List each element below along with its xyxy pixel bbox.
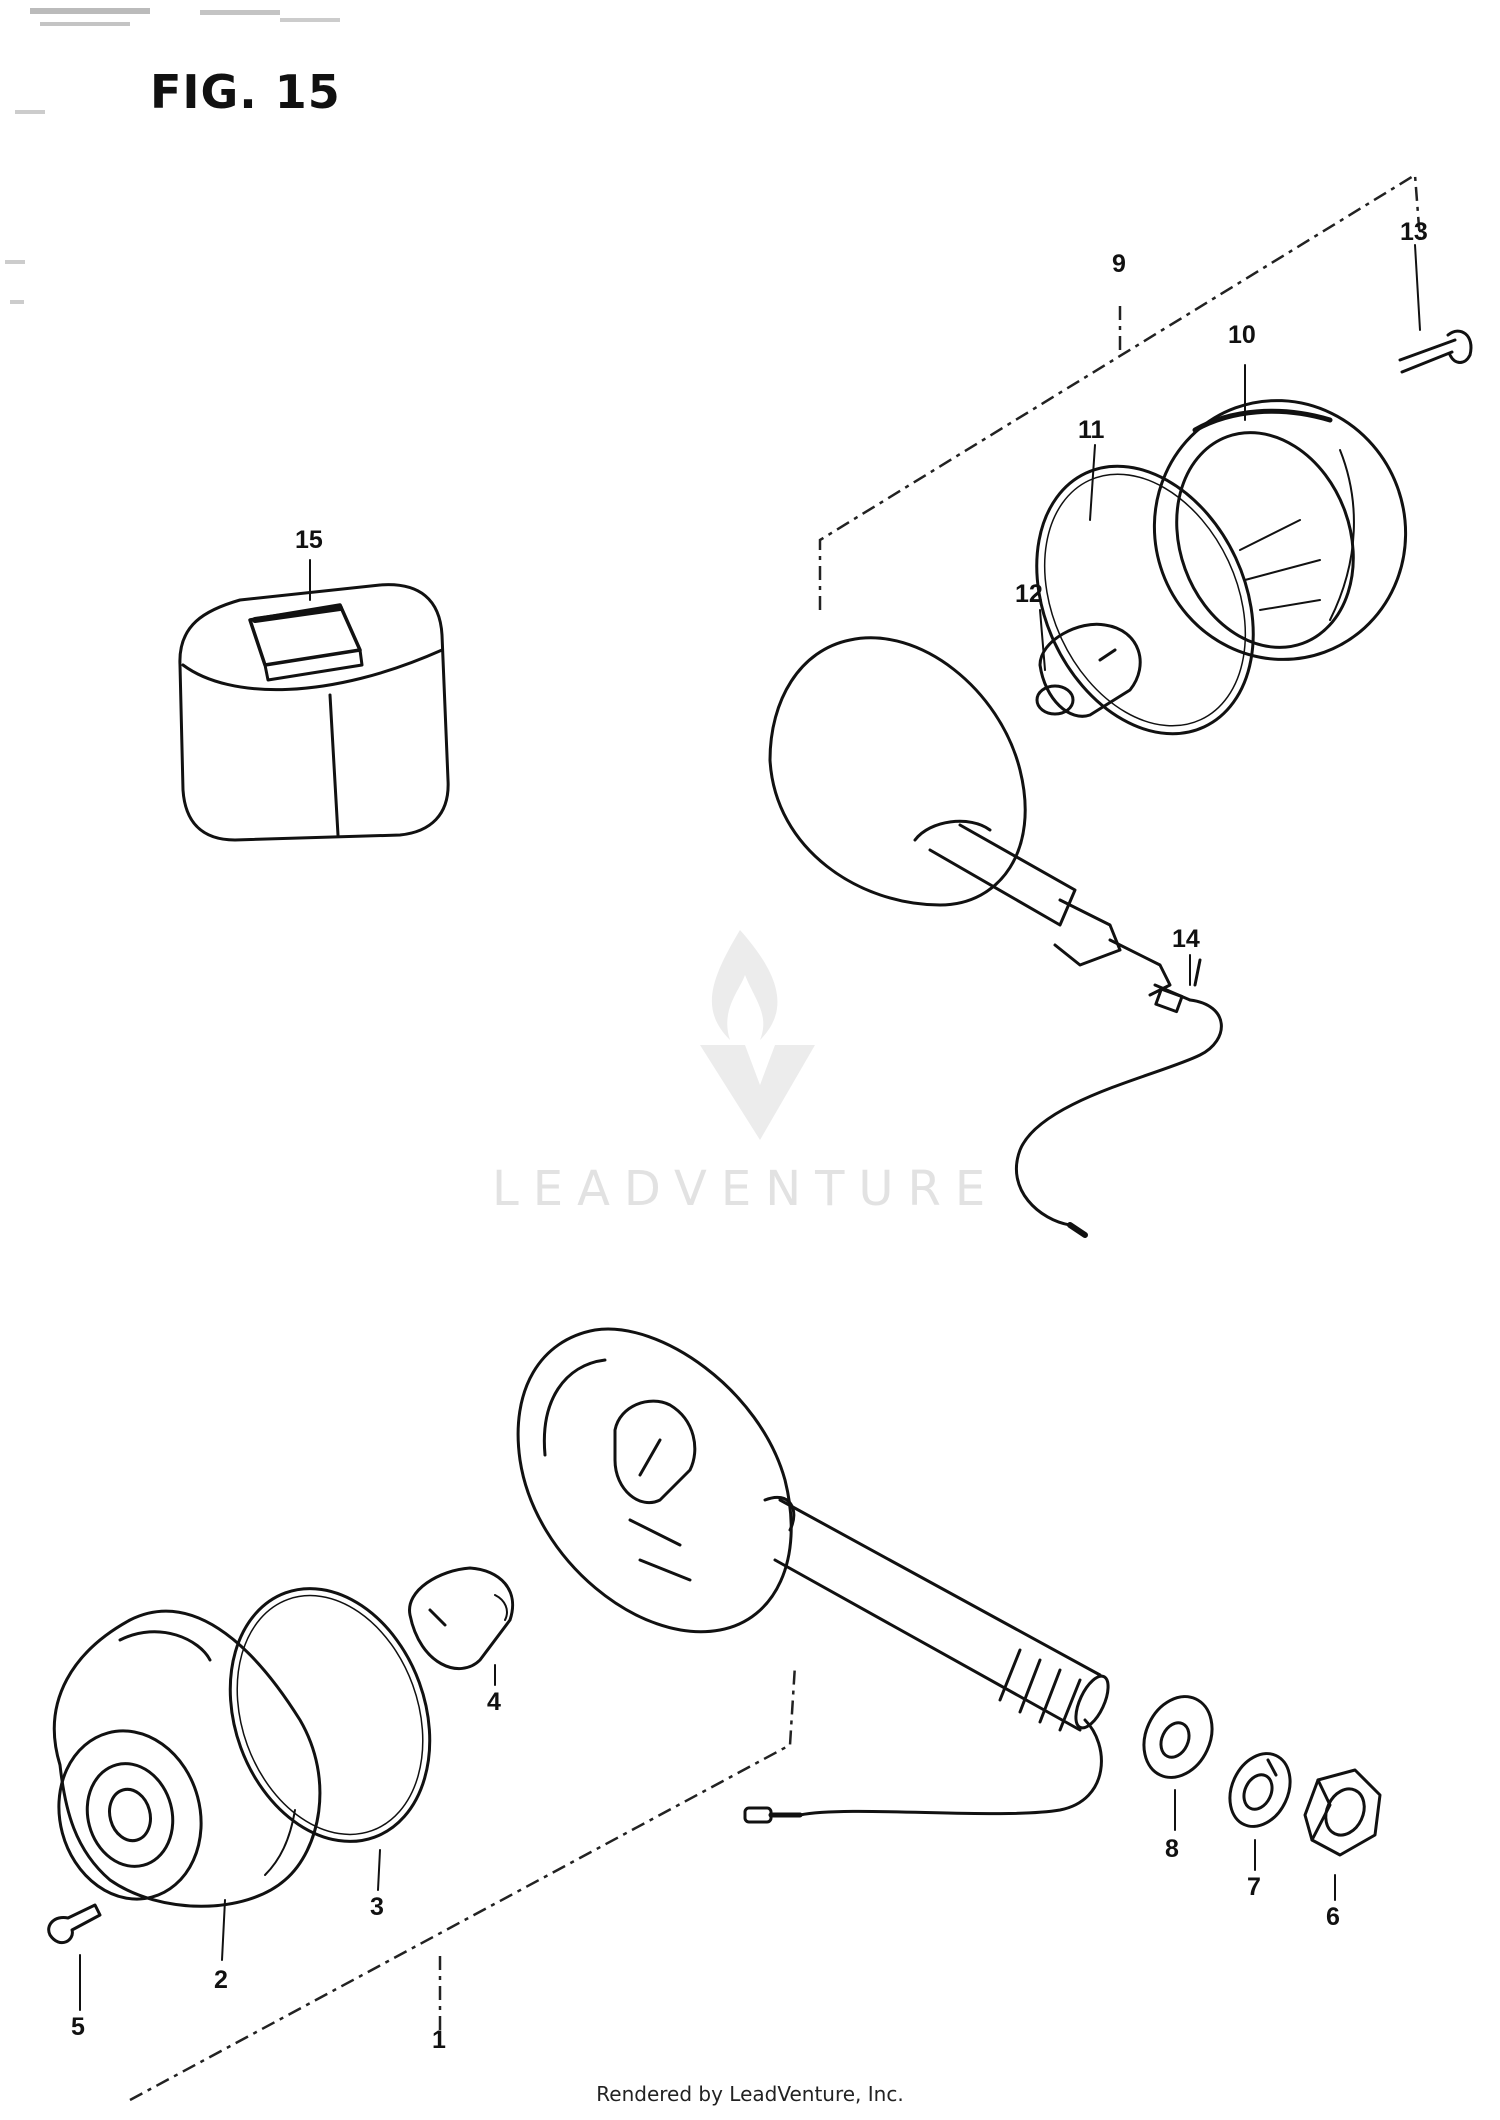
bracket-9 (818, 172, 1422, 610)
callout-labels: 15 9 13 10 11 12 14 4 8 7 6 3 2 1 5 (71, 218, 1428, 2054)
part-10-lens (1152, 399, 1408, 661)
scan-noise (5, 8, 340, 304)
callout-13: 13 (1400, 218, 1428, 246)
part-11-gasket (1035, 464, 1255, 736)
callout-6: 6 (1326, 1903, 1340, 1931)
part-12-bulb (1035, 622, 1142, 718)
callout-14: 14 (1172, 925, 1200, 953)
callout-11: 11 (1078, 416, 1105, 444)
callout-10: 10 (1228, 321, 1256, 349)
part-14-wire (1014, 958, 1223, 1238)
lower-housing (516, 1327, 1110, 1732)
callout-4: 4 (487, 1688, 501, 1716)
figure-title: FIG. 15 (150, 65, 341, 119)
part-3-gasket (228, 1587, 432, 1843)
watermark: LEADVENTURE (492, 930, 999, 1217)
part-15-flasher-relay (178, 583, 450, 842)
callout-2: 2 (214, 1966, 228, 1994)
callout-1: 1 (432, 2026, 446, 2054)
watermark-logo (700, 930, 815, 1140)
lower-wire (743, 1718, 1103, 1824)
callout-3: 3 (370, 1893, 384, 1921)
callout-12: 12 (1015, 580, 1043, 608)
part-13-screw (1398, 329, 1473, 374)
callout-15: 15 (295, 526, 323, 554)
footer-credit: Rendered by LeadVenture, Inc. (596, 2082, 904, 2106)
watermark-text: LEADVENTURE (492, 1161, 999, 1217)
part-6-nut (1303, 1768, 1382, 1857)
part-8-washer (1142, 1695, 1214, 1779)
leader-lines (79, 244, 1421, 2011)
callout-8: 8 (1165, 1835, 1179, 1863)
part-5-screw (47, 1903, 102, 1945)
callout-5: 5 (71, 2013, 85, 2041)
callout-9: 9 (1112, 250, 1126, 278)
part-7-lock-washer (1228, 1752, 1292, 1828)
part-4-bulb (408, 1566, 515, 1670)
callout-7: 7 (1247, 1873, 1261, 1901)
part-2-lens (52, 1609, 322, 1908)
bracket-1 (129, 1664, 797, 2102)
